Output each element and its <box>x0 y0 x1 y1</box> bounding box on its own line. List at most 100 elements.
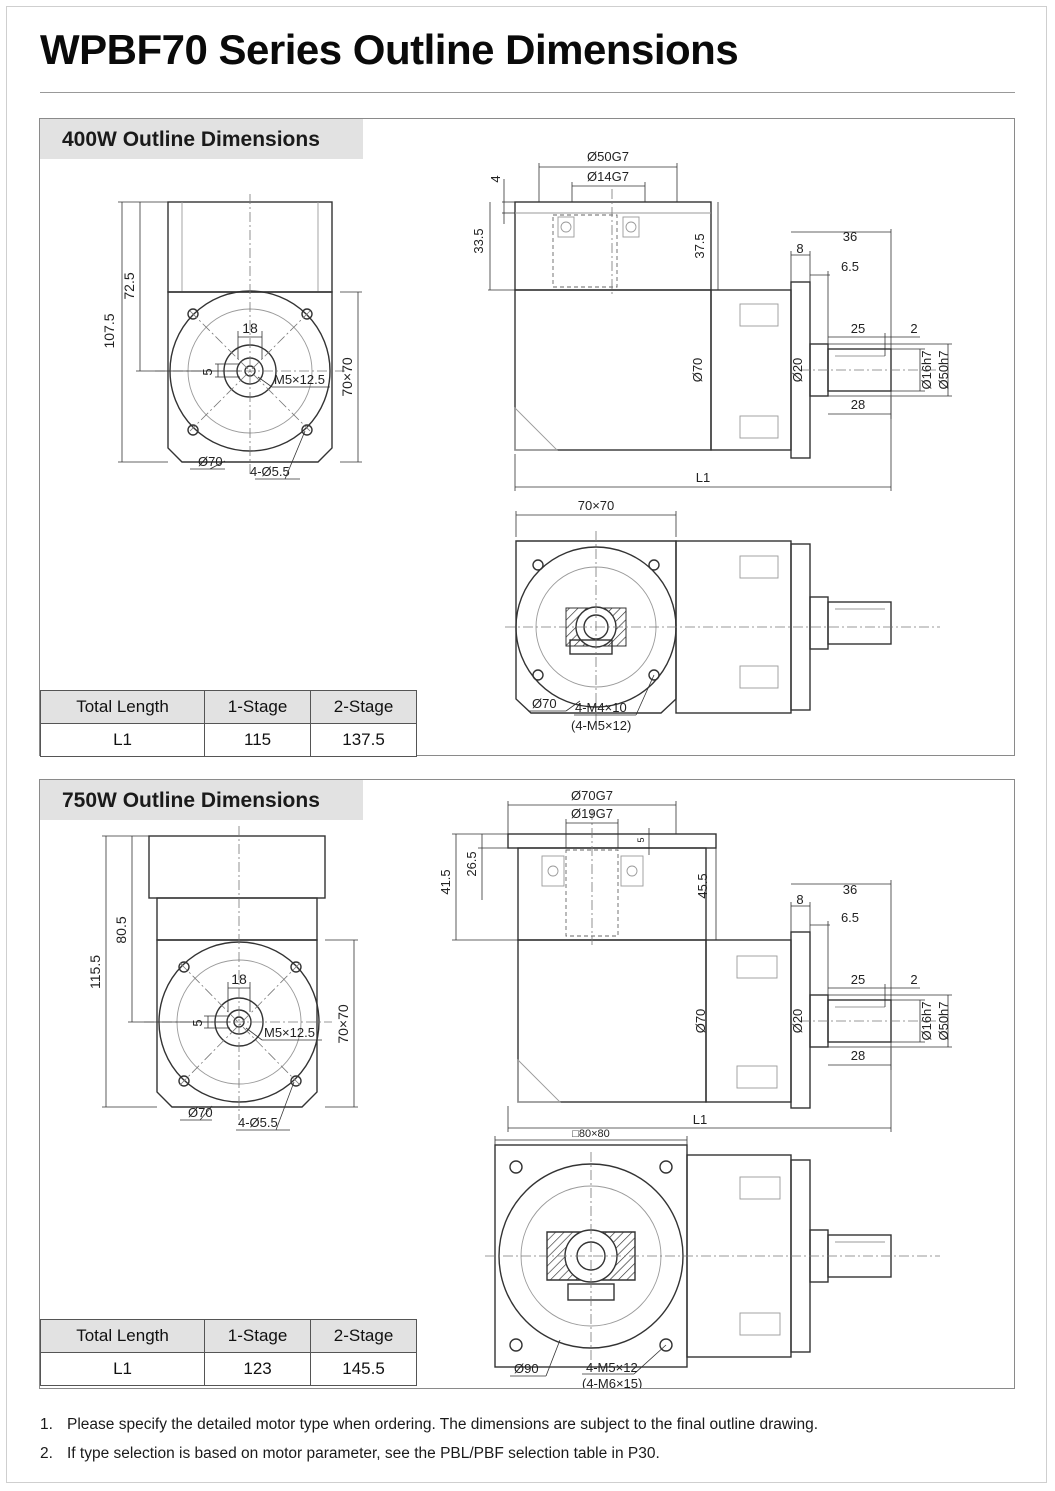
front-flange-square <box>167 291 333 463</box>
dim-housing-height: 45.5 <box>695 873 710 898</box>
table-cell-label: L1 <box>39 723 206 757</box>
dim-holes: 4-Ø5.5 <box>238 1115 278 1130</box>
dim-bore-depth: 41.5 <box>438 869 453 894</box>
dim-shaft-dia: Ø16h7 <box>919 1001 934 1040</box>
dim-shaft-len: 28 <box>851 397 865 412</box>
note-number: 2. <box>40 1445 53 1462</box>
front-view-750w: 115.5 80.5 70×70 18 5 M5×12.5 Ø70 4-Ø5.5 <box>87 826 358 1131</box>
note-item: 2. If type selection is based on motor pa… <box>40 1439 818 1468</box>
mount-hole-tr <box>301 308 313 320</box>
dim-thread: M5×12.5 <box>274 372 325 387</box>
mount-hole-bl <box>187 424 199 436</box>
dim-holes: 4-Ø5.5 <box>250 464 290 479</box>
dim-overall-length: L1 <box>693 1112 707 1127</box>
table-header-2-stage: 2-Stage <box>310 690 417 724</box>
dim-flange-len: 36 <box>843 229 857 244</box>
dim-front-square: 70×70 <box>335 1004 351 1044</box>
table-cell-label: L1 <box>39 1352 206 1386</box>
dim-motor-bore: Ø50G7 <box>587 149 629 164</box>
dim-bore-depth-small: 4 <box>488 175 503 182</box>
note-text: Please specify the detailed motor type w… <box>67 1416 819 1433</box>
length-table-400w: Total Length 1-Stage 2-Stage L1 115 137.… <box>39 690 417 757</box>
dim-front-square: 70×70 <box>339 357 355 397</box>
dim-spigot-len: 6.5 <box>841 910 859 925</box>
notes-list: 1. Please specify the detailed motor type… <box>40 1410 818 1468</box>
top-view-750w: □80×80 Ø90 4-M5×12 (4-M6×15) <box>485 1128 940 1388</box>
table-row: L1 115 137.5 <box>39 723 417 757</box>
mount-hole-br <box>301 424 313 436</box>
table-header-2-stage: 2-Stage <box>310 1319 417 1353</box>
side-view-400w: Ø50G7 Ø14G7 4 33.5 37.5 36 8 6.5 25 2 28… <box>471 149 952 491</box>
dim-key-offset: 2 <box>910 972 917 987</box>
dim-keyway-height: 5 <box>200 368 215 375</box>
dim-housing-height: 37.5 <box>692 233 707 258</box>
drawing-400w: 107.5 72.5 70×70 18 5 M5×12.5 Ø70 4-Ø5.5 <box>101 149 952 733</box>
dim-shaft-bore: Ø14G7 <box>587 169 629 184</box>
dim-keyway-height: 5 <box>190 1019 205 1026</box>
dim-flange-thick: 8 <box>796 892 803 907</box>
table-cell-1-stage: 123 <box>204 1352 312 1386</box>
drawing-750w: 115.5 80.5 70×70 18 5 M5×12.5 Ø70 4-Ø5.5 <box>87 788 952 1388</box>
dim-top-thread: 4-M4×10 <box>575 700 627 715</box>
dim-top-square: 70×70 <box>578 498 615 513</box>
table-header-total-length: Total Length <box>39 690 206 724</box>
dim-shaft-root-dia: Ø20 <box>790 1009 805 1034</box>
dim-top-pcd: Ø70 <box>532 696 557 711</box>
table-header-1-stage: 1-Stage <box>204 690 312 724</box>
length-table-750w: Total Length 1-Stage 2-Stage L1 123 145.… <box>39 1319 417 1386</box>
section-750w: 115.5 80.5 70×70 18 5 M5×12.5 Ø70 4-Ø5.5 <box>39 779 1015 1389</box>
dim-spigot-len: 6.5 <box>841 259 859 274</box>
dim-thread: M5×12.5 <box>264 1025 315 1040</box>
dim-flange-len: 36 <box>843 882 857 897</box>
dim-flange-thick: 8 <box>796 241 803 256</box>
dim-front-height-total: 115.5 <box>87 955 103 989</box>
dim-front-height-upper: 72.5 <box>121 272 137 299</box>
gear-housing <box>710 289 792 451</box>
section-header-750w: 750W Outline Dimensions <box>40 780 363 820</box>
dim-bore-depth: 33.5 <box>471 228 486 253</box>
dim-motor-bore: Ø70G7 <box>571 788 613 803</box>
table-cell-1-stage: 115 <box>204 723 312 757</box>
side-view-750w: Ø70G7 Ø19G7 5 41.5 26.5 45.5 36 8 6.5 25… <box>438 788 952 1132</box>
dim-shaft-bore: Ø19G7 <box>571 806 613 821</box>
dim-top-thread-alt: (4-M5×12) <box>571 718 631 733</box>
front-flange-square <box>156 939 318 1108</box>
dim-front-height-total: 107.5 <box>101 313 117 348</box>
dim-shaft-dia: Ø16h7 <box>919 350 934 389</box>
dim-key-len: 25 <box>851 321 865 336</box>
top-view-400w: 70×70 Ø70 4-M4×10 (4-M5×12) <box>505 498 940 733</box>
dim-keyway-width: 18 <box>231 971 247 987</box>
dim-key-len: 25 <box>851 972 865 987</box>
dim-spigot-dia: Ø50h7 <box>936 350 951 389</box>
table-cell-2-stage: 137.5 <box>310 723 417 757</box>
page-border <box>6 6 1047 1483</box>
dim-bore-depth-small: 5 <box>636 837 646 842</box>
dim-bore-depth-inner: 26.5 <box>464 851 479 876</box>
dim-top-thread: 4-M5×12 <box>586 1360 638 1375</box>
table-header-total-length: Total Length <box>39 1319 206 1353</box>
dim-spigot-dia: Ø50h7 <box>936 1001 951 1040</box>
table-cell-2-stage: 145.5 <box>310 1352 417 1386</box>
table-header-1-stage: 1-Stage <box>204 1319 312 1353</box>
dim-housing-dia: Ø70 <box>690 358 705 383</box>
dim-overall-length: L1 <box>696 470 710 485</box>
front-view-400w: 107.5 72.5 70×70 18 5 M5×12.5 Ø70 4-Ø5.5 <box>101 194 362 480</box>
note-text: If type selection is based on motor para… <box>67 1445 660 1462</box>
dim-top-square: □80×80 <box>572 1128 610 1140</box>
dim-housing-dia: Ø70 <box>693 1009 708 1034</box>
dim-pcd: Ø70 <box>188 1105 213 1120</box>
note-number: 1. <box>40 1416 53 1433</box>
title-divider <box>40 92 1015 93</box>
mount-hole-tl <box>187 308 199 320</box>
dim-shaft-len: 28 <box>851 1048 865 1063</box>
page-title: WPBF70 Series Outline Dimensions <box>40 26 739 73</box>
dim-front-height-upper: 80.5 <box>113 916 129 943</box>
dim-key-offset: 2 <box>910 321 917 336</box>
table-row: L1 123 145.5 <box>39 1352 417 1386</box>
section-header-400w: 400W Outline Dimensions <box>40 119 363 159</box>
dim-top-pcd: Ø90 <box>514 1361 539 1376</box>
section-400w: 107.5 72.5 70×70 18 5 M5×12.5 Ø70 4-Ø5.5 <box>39 118 1015 757</box>
note-item: 1. Please specify the detailed motor type… <box>40 1410 818 1439</box>
dim-keyway-width: 18 <box>242 320 258 336</box>
dim-pcd: Ø70 <box>198 454 223 469</box>
